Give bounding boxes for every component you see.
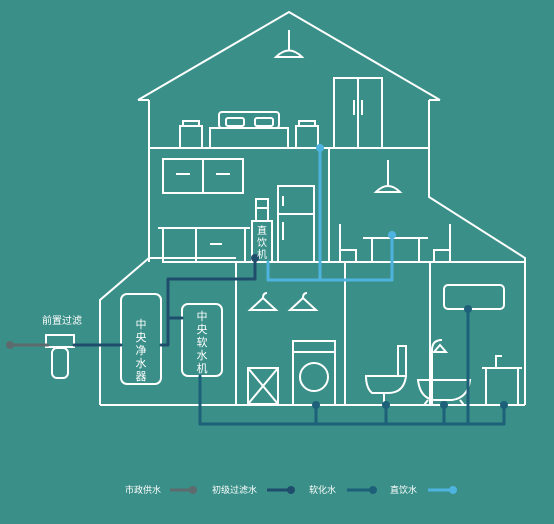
svg-text:央: 央 [197,323,208,336]
svg-text:直饮水: 直饮水 [390,484,417,496]
central-softener-box [181,303,223,377]
wardrobe-icon [333,77,383,149]
kitchen-counter-icon [158,227,250,263]
legend: 市政供水 初级过滤水 软化水 直饮水 [125,484,457,496]
svg-text:器: 器 [136,370,147,383]
softened-water-pipe [198,307,506,426]
svg-text:市政供水: 市政供水 [125,484,161,496]
municipal-inlet [6,341,14,349]
svg-text:初级过滤水: 初级过滤水 [212,484,257,496]
svg-text:中: 中 [136,318,147,331]
upper-tap-joint [316,144,324,152]
direct-drink-pipe [266,146,394,282]
ceiling-lamp-icon [273,30,305,58]
legend-item-primary-filtered: 初级过滤水 [212,484,295,496]
refrigerator-icon [277,185,315,263]
legend-item-softened: 软化水 [309,484,377,496]
svg-text:饮: 饮 [257,236,267,249]
toilet-icon [364,345,408,405]
ceiling-lamp-icon [373,160,403,193]
svg-text:软: 软 [197,335,208,349]
pre-filter-device-icon [45,334,75,379]
central-purifier-box [120,293,162,385]
bed-icon [209,111,289,149]
central-softener-label: 中 央 软 水 机 [197,310,208,375]
washing-machine-icon [292,340,336,406]
dining-table-icon [363,237,428,262]
central-purifier-label: 中 央 净 水 器 [136,318,147,383]
hanger-icon [247,292,279,311]
chair-icon [433,224,451,262]
svg-text:直: 直 [257,224,267,237]
primary-filtered-pipe [72,256,257,347]
chair-icon [339,224,357,262]
hanger-icon [287,292,319,311]
legend-item-direct-drink: 直饮水 [390,484,457,496]
svg-text:水: 水 [136,357,147,370]
legend-item-municipal: 市政供水 [125,484,197,496]
laundry-basket-icon [247,367,279,405]
kitchen-cabinet-icon [162,158,244,194]
nightstand-icon [295,120,319,149]
pipe-joints [312,305,508,409]
svg-text:机: 机 [197,361,208,375]
pre-filter-label: 前置过滤 [42,314,82,327]
svg-text:水: 水 [197,349,208,362]
nightstand-icon [179,120,203,149]
shower-icon [431,339,449,405]
roof-outline [137,10,441,101]
dispenser-joint [251,254,259,262]
water-dispenser-icon [251,198,273,263]
washbasin-icon [482,355,522,406]
svg-text:央: 央 [136,331,147,344]
water-heater-icon [443,284,505,310]
svg-text:软化水: 软化水 [309,484,336,496]
svg-text:净: 净 [136,343,147,357]
svg-text:机: 机 [257,248,267,261]
direct-drinker-label: 直 饮 机 [257,224,267,261]
dining-tap-joint [388,231,396,239]
svg-text:中: 中 [197,310,208,323]
